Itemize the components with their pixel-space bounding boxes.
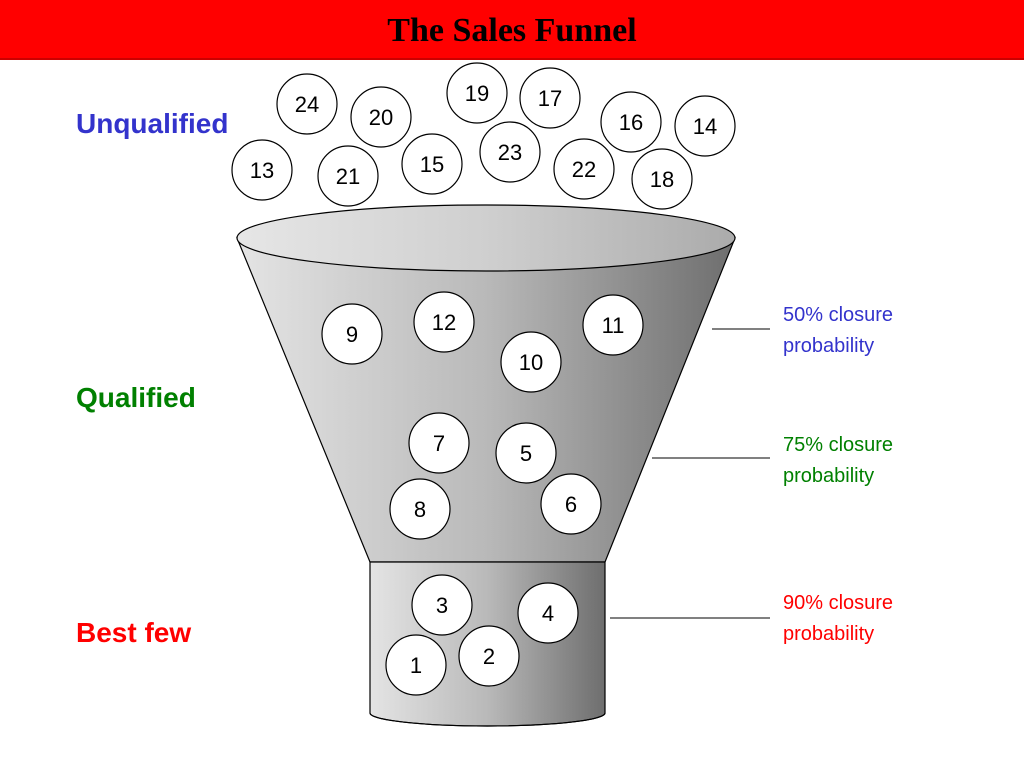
closure-label-75: 75% closure probability — [783, 430, 893, 492]
svg-text:2: 2 — [483, 644, 495, 669]
svg-text:6: 6 — [565, 492, 577, 517]
prospect-circle: 11 — [582, 294, 644, 356]
svg-text:7: 7 — [433, 431, 445, 456]
closure-label-50: 50% closure probability — [783, 300, 893, 362]
closure-label-90: 90% closure probability — [783, 588, 893, 650]
prospect-circle: 10 — [500, 331, 562, 393]
prospect-circle: 19 — [446, 62, 508, 124]
prospect-circle: 21 — [317, 145, 379, 207]
svg-text:8: 8 — [414, 497, 426, 522]
svg-text:4: 4 — [542, 601, 554, 626]
closure-label-75-line2: probability — [783, 465, 875, 487]
prospect-circle: 9 — [321, 303, 383, 365]
prospect-circle: 18 — [631, 148, 693, 210]
prospect-circle: 6 — [540, 473, 602, 535]
prospect-circle: 14 — [674, 95, 736, 157]
svg-text:12: 12 — [432, 310, 456, 335]
prospect-circle: 15 — [401, 133, 463, 195]
svg-text:3: 3 — [436, 593, 448, 618]
qualified-prospects: 9 12 11 10 7 5 8 6 — [321, 291, 644, 540]
svg-text:19: 19 — [465, 81, 489, 106]
prospect-circle: 22 — [553, 138, 615, 200]
svg-text:9: 9 — [346, 322, 358, 347]
svg-text:20: 20 — [369, 105, 393, 130]
closure-label-50-line2: probability — [783, 335, 875, 357]
svg-text:18: 18 — [650, 167, 674, 192]
prospect-circle: 17 — [519, 67, 581, 129]
funnel-cone — [236, 237, 736, 563]
svg-text:14: 14 — [693, 114, 717, 139]
svg-text:1: 1 — [410, 653, 422, 678]
prospect-circle: 20 — [350, 86, 412, 148]
svg-text:11: 11 — [602, 313, 625, 338]
svg-text:10: 10 — [519, 350, 543, 375]
prospect-circle: 7 — [408, 412, 470, 474]
svg-text:15: 15 — [420, 152, 444, 177]
svg-text:24: 24 — [295, 92, 319, 117]
stage-label-best-few: Best few — [76, 617, 192, 648]
svg-text:5: 5 — [520, 441, 532, 466]
prospect-circle: 8 — [389, 478, 451, 540]
stage-label-unqualified: Unqualified — [76, 108, 229, 139]
prospect-circle: 3 — [411, 574, 473, 636]
svg-text:23: 23 — [498, 140, 522, 165]
closure-label-50-line1: 50% closure — [783, 304, 894, 326]
prospect-circle: 2 — [458, 625, 520, 687]
svg-text:22: 22 — [572, 157, 596, 182]
title-bar — [0, 0, 1024, 60]
unqualified-prospects: 24 20 19 17 16 14 13 21 15 23 22 18 — [231, 62, 736, 210]
svg-text:13: 13 — [250, 158, 274, 183]
best-few-prospects: 3 4 2 1 — [385, 574, 579, 696]
prospect-circle: 16 — [600, 91, 662, 153]
prospect-circle: 1 — [385, 634, 447, 696]
funnel-top-opening — [236, 204, 736, 272]
prospect-circle: 5 — [495, 422, 557, 484]
closure-label-90-line1: 90% closure — [783, 592, 894, 614]
svg-text:17: 17 — [538, 86, 562, 111]
prospect-circle: 23 — [479, 121, 541, 183]
prospect-circle: 12 — [413, 291, 475, 353]
prospect-circle: 13 — [231, 139, 293, 201]
closure-label-75-line1: 75% closure — [783, 434, 894, 456]
svg-text:16: 16 — [619, 110, 643, 135]
stage-label-qualified: Qualified — [76, 382, 196, 413]
prospect-circle: 24 — [276, 73, 338, 135]
funnel-spout-rim — [369, 712, 606, 727]
svg-text:21: 21 — [336, 164, 360, 189]
page-title: The Sales Funnel — [387, 12, 637, 49]
prospect-circle: 4 — [517, 582, 579, 644]
closure-label-90-line2: probability — [783, 623, 875, 645]
